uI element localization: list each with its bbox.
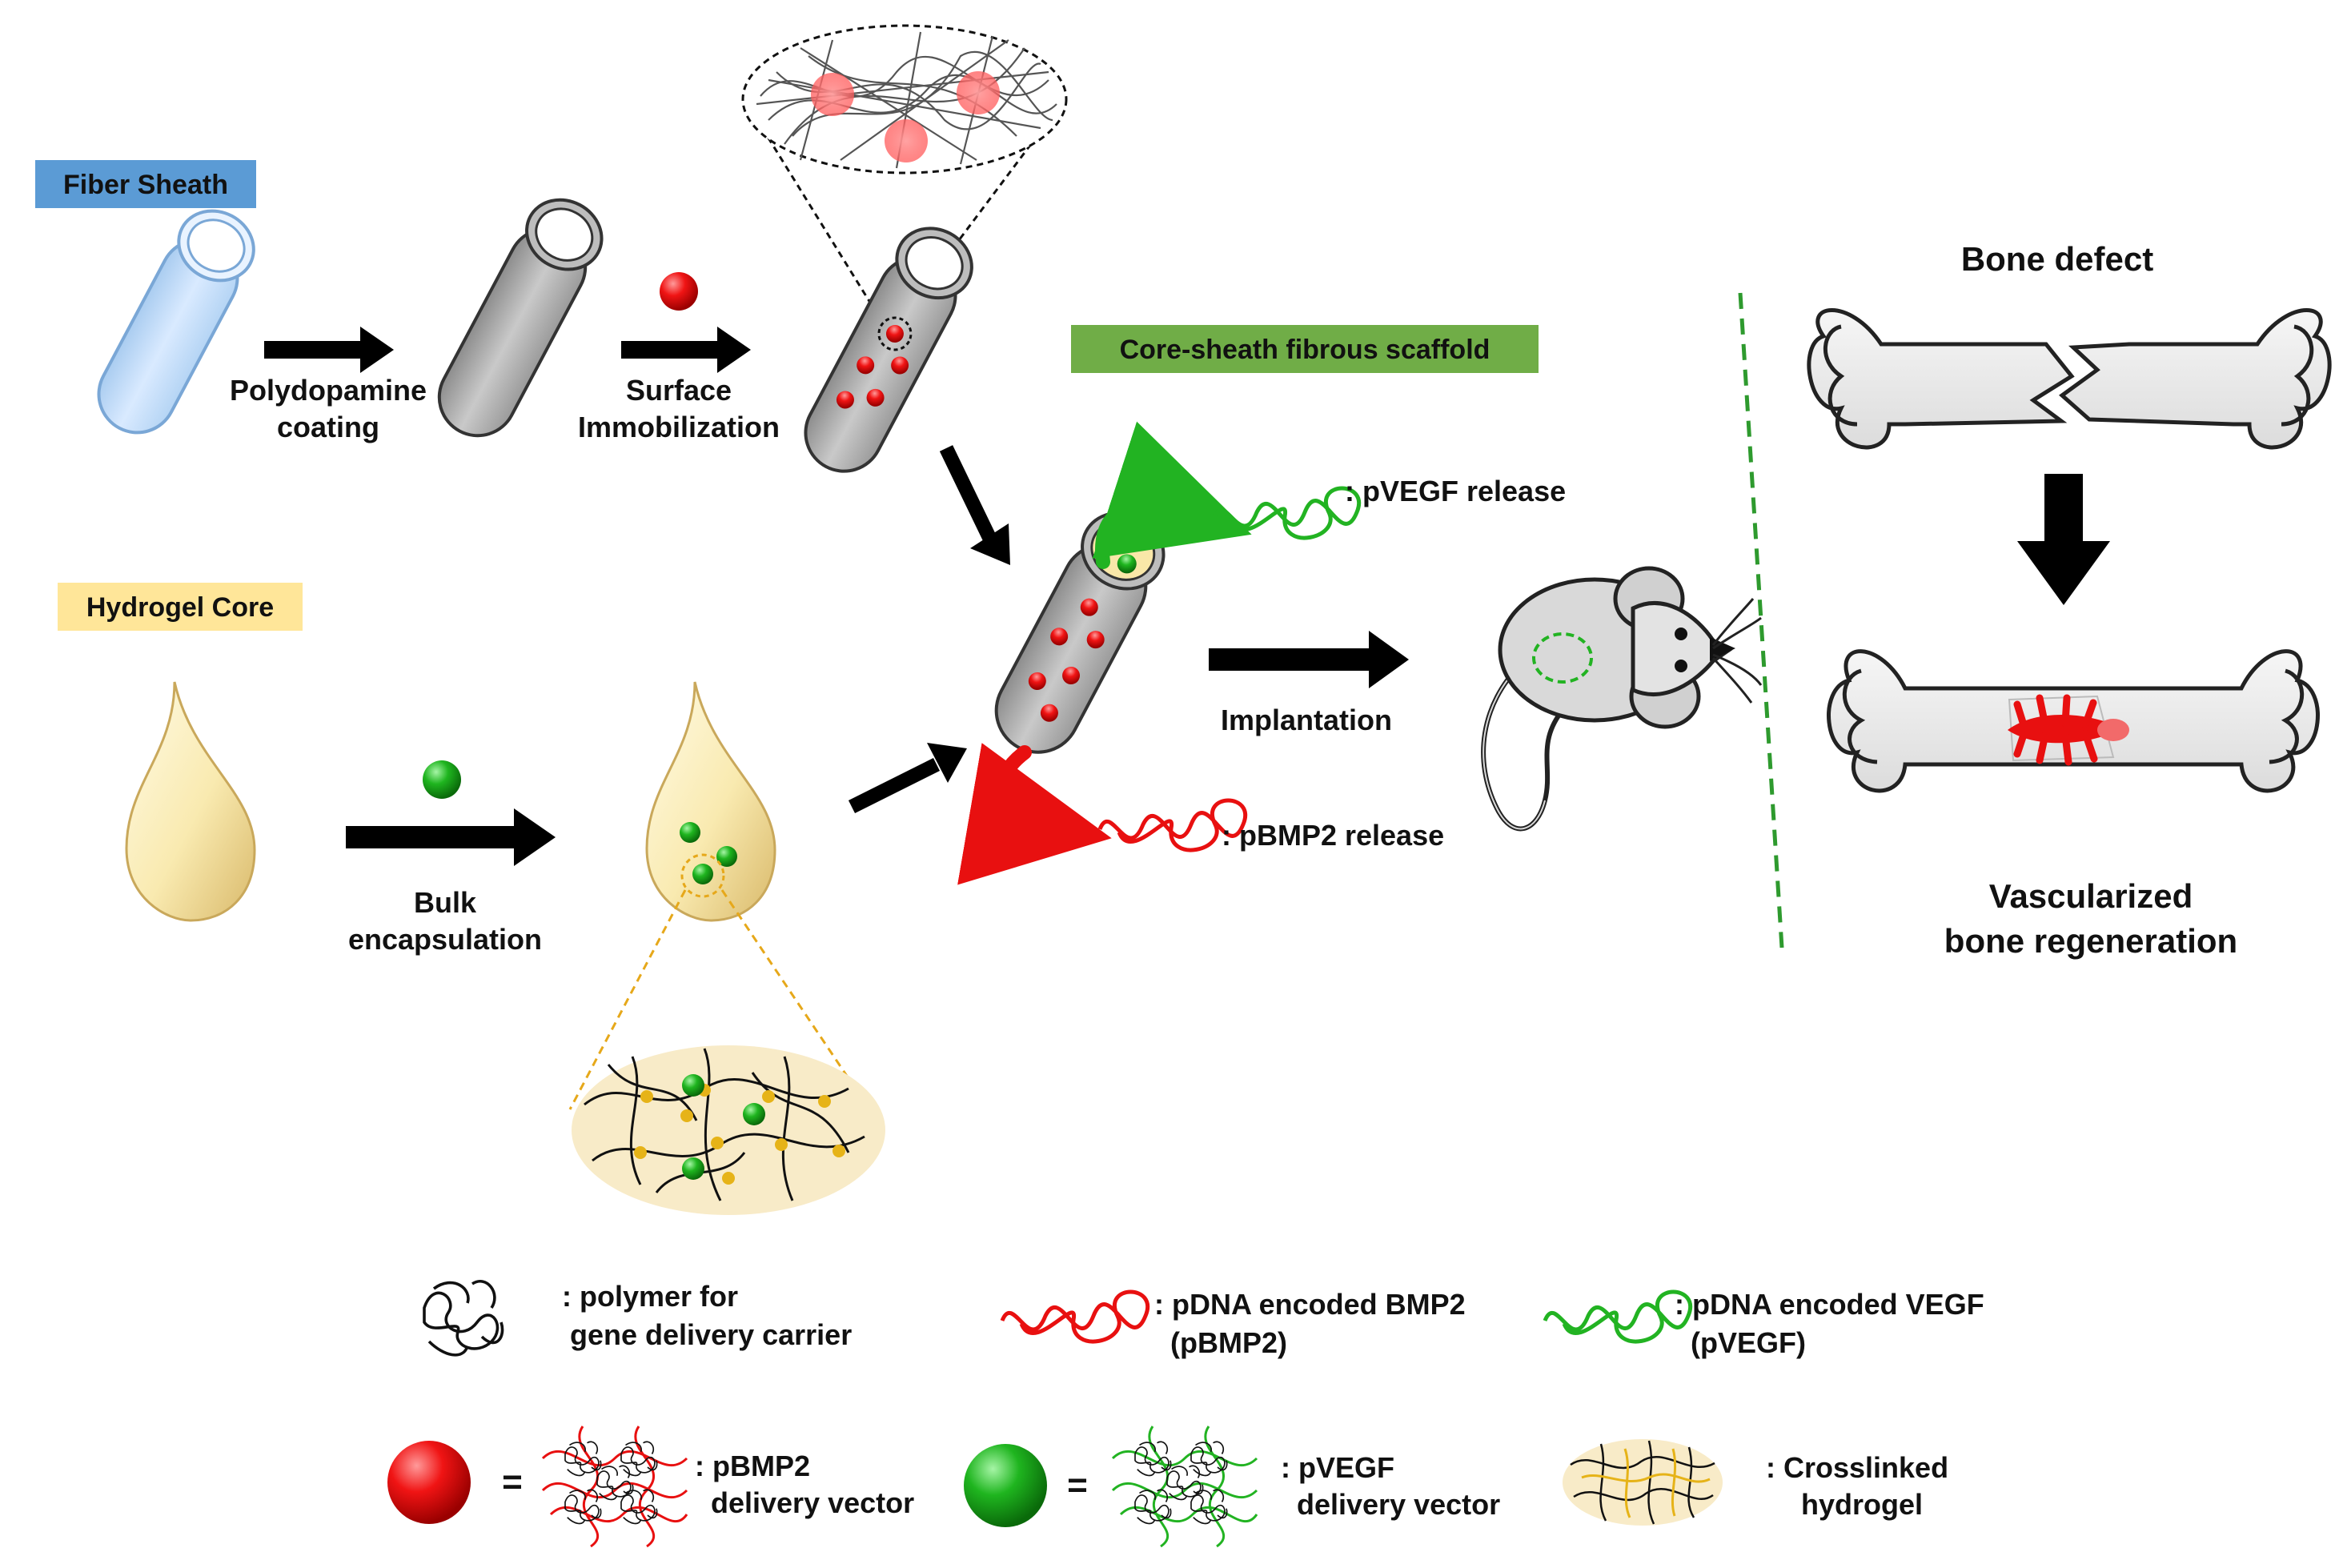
legend-crosslinked-2: hydrogel	[1801, 1488, 1923, 1521]
surface-label: Surface	[626, 374, 732, 407]
legend-pbmp2-vector-2: delivery vector	[711, 1486, 914, 1519]
bmp2-dna-legend-icon	[1000, 1289, 1149, 1344]
red-vector-legend-icon	[387, 1441, 471, 1524]
broken-bone-left-icon	[1807, 308, 2075, 450]
green-particle-icon	[423, 760, 461, 799]
arrow-sheath-to-scaffold	[939, 445, 1010, 565]
mouse-icon	[1481, 566, 1763, 832]
svg-text:Fiber Sheath: Fiber Sheath	[63, 170, 228, 200]
hydrogel-drop-icon	[125, 681, 256, 922]
pvegf-release-arrow	[1092, 421, 1252, 569]
svg-text:Hydrogel Core: Hydrogel Core	[86, 592, 274, 623]
vegf-dna-legend-icon	[1543, 1289, 1692, 1344]
divider-line	[1738, 292, 1784, 948]
legend-bmp2-2: (pBMP2)	[1170, 1326, 1287, 1359]
legend-vegf-2: (pVEGF)	[1691, 1326, 1806, 1359]
coating-label: coating	[277, 411, 379, 443]
legend-vegf-1: : pDNA encoded VEGF	[1675, 1288, 1984, 1321]
arrow-polydopamine	[264, 327, 394, 373]
arrow-implantation	[1209, 631, 1409, 688]
broken-bone-right-icon	[2059, 308, 2332, 450]
fiber-sheath-label: Fiber Sheath	[35, 160, 256, 208]
polydopamine-label: Polydopamine	[230, 374, 427, 407]
pbmp2-dna-icon	[1097, 798, 1247, 852]
pvegf-release-label: : pVEGF release	[1345, 475, 1566, 507]
pbmp2-vector-cluster-icon	[541, 1426, 688, 1548]
pbmp2-release-label: : pBMP2 release	[1222, 819, 1444, 852]
legend-pvegf-vector-1: : pVEGF	[1281, 1451, 1394, 1484]
equals-red: =	[502, 1462, 523, 1502]
vascularized-label: Vascularized	[1989, 877, 2193, 915]
polymer-legend-icon	[423, 1279, 504, 1357]
legend-polymer-2: gene delivery carrier	[570, 1318, 852, 1351]
arrow-core-to-scaffold	[848, 743, 967, 814]
pvegf-dna-icon	[1211, 486, 1361, 540]
loaded-hydrogel-drop-icon	[645, 681, 776, 922]
vascular-growth-icon	[2008, 694, 2129, 766]
equals-green: =	[1067, 1466, 1088, 1505]
legend: : polymer for gene delivery carrier : pD…	[387, 1279, 1984, 1548]
green-vector-legend-icon	[964, 1444, 1047, 1527]
arrow-bulk-encapsulation	[346, 808, 556, 866]
pbmp2-release-arrow	[957, 743, 1112, 885]
hydrogel-core-label: Hydrogel Core	[58, 583, 303, 631]
implantation-label: Implantation	[1221, 704, 1392, 736]
legend-crosslinked-1: : Crosslinked	[1766, 1451, 1948, 1484]
legend-pbmp2-vector-1: : pBMP2	[695, 1450, 810, 1482]
coated-fiber-tube-icon	[804, 227, 973, 473]
red-particle-icon	[660, 272, 698, 311]
fiber-mesh-zoom	[741, 24, 1068, 331]
bone-defect-label: Bone defect	[1961, 240, 2153, 278]
core-sheath-scaffold-icon	[994, 511, 1165, 754]
arrow-surface-immobilization	[621, 327, 751, 373]
grey-fiber-tube-icon	[437, 198, 604, 438]
encapsulation-label: encapsulation	[348, 923, 542, 956]
blue-fiber-tube-icon	[97, 209, 255, 435]
legend-polymer-1: : polymer for	[562, 1280, 738, 1313]
svg-text:Core-sheath fibrous scaffold: Core-sheath fibrous scaffold	[1120, 335, 1490, 365]
bone-regeneration-label: bone regeneration	[1944, 922, 2237, 960]
arrow-regeneration	[2017, 474, 2110, 605]
hydrogel-mesh-zoom	[568, 889, 885, 1215]
core-sheath-label: Core-sheath fibrous scaffold	[1071, 325, 1539, 373]
bulk-label: Bulk	[414, 886, 477, 919]
legend-bmp2-1: : pDNA encoded BMP2	[1154, 1288, 1466, 1321]
legend-pvegf-vector-2: delivery vector	[1297, 1488, 1500, 1521]
immobilization-label: Immobilization	[578, 411, 780, 443]
crosslinked-hydrogel-legend-icon	[1563, 1439, 1723, 1526]
pvegf-vector-cluster-icon	[1111, 1426, 1258, 1548]
